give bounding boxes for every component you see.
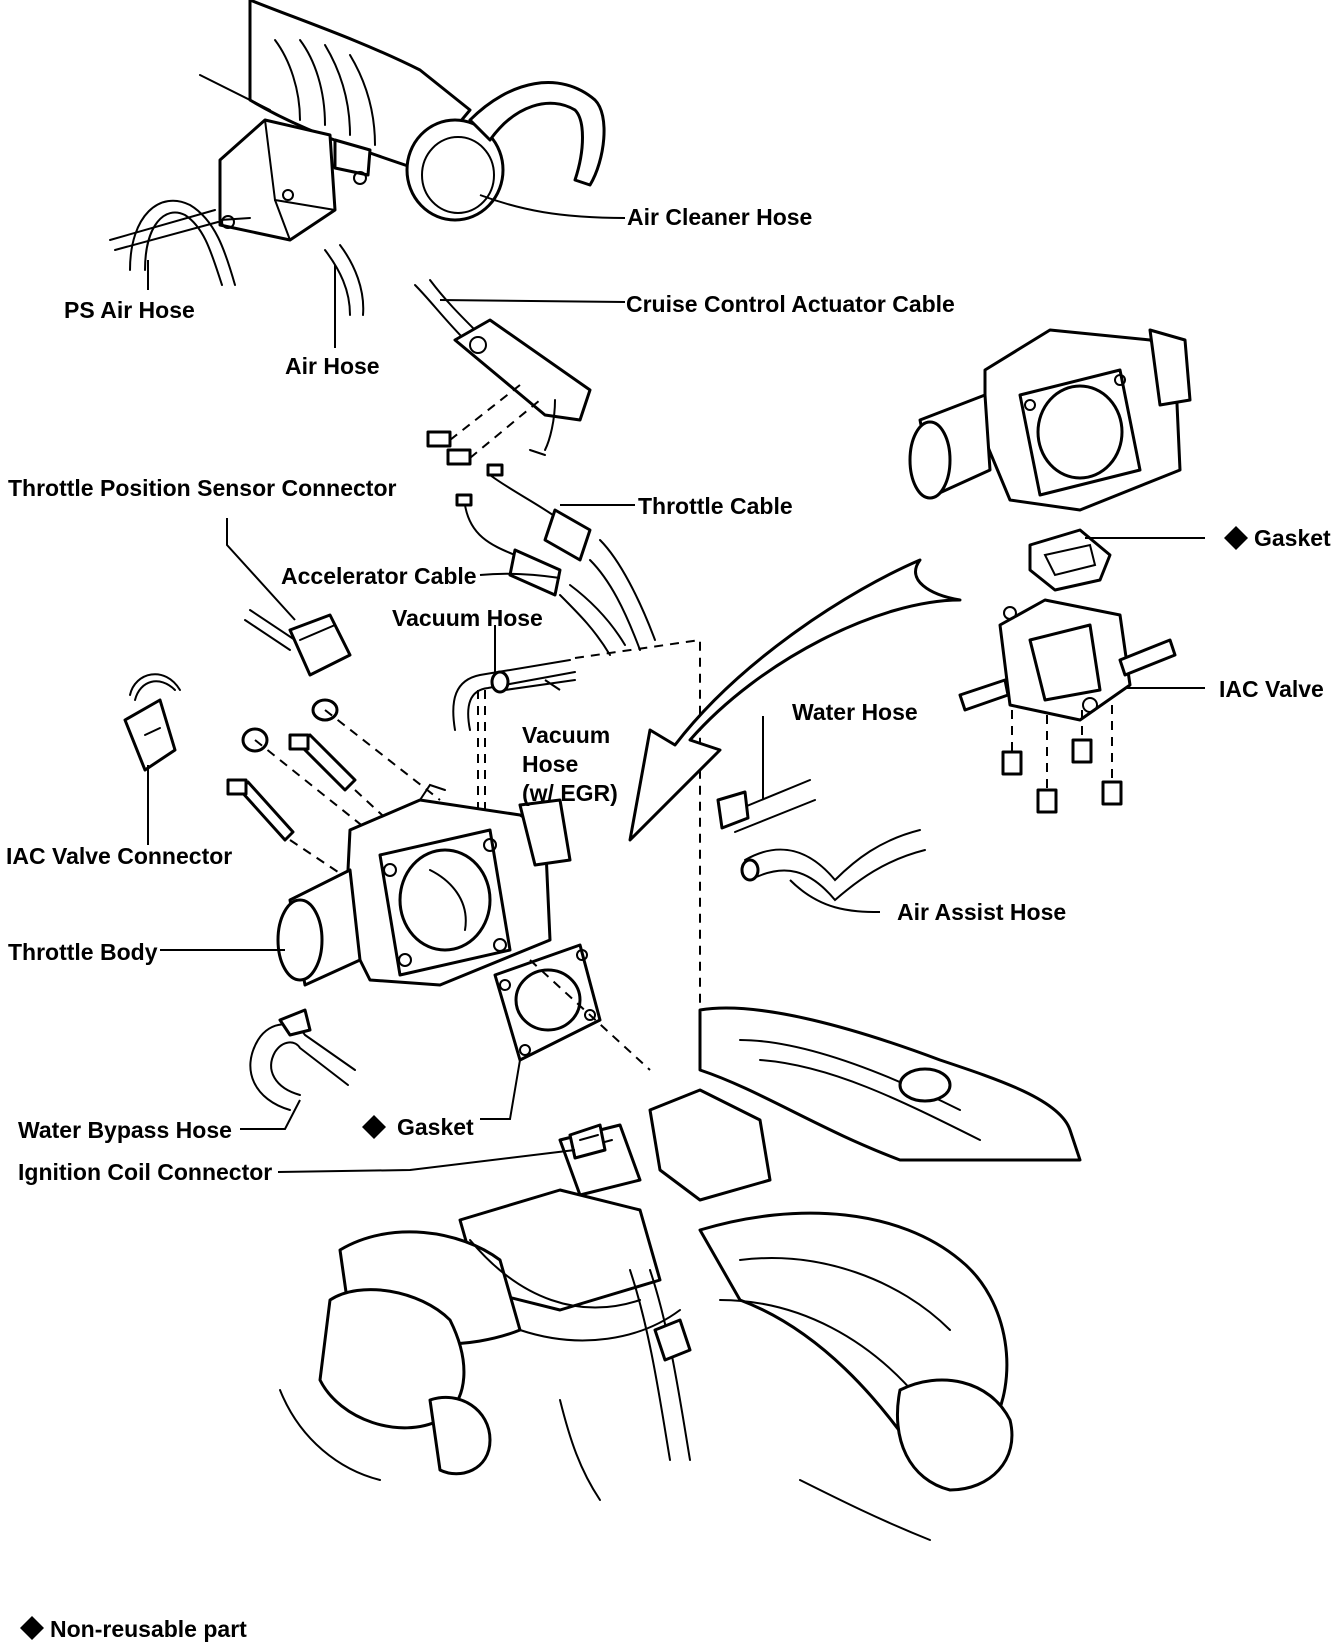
throttle-position-sensor-connector-drawing	[244, 609, 352, 722]
label-vacuum-hose-egr-line2: Hose	[522, 751, 578, 777]
label-ignition-coil-connector: Ignition Coil Connector	[18, 1159, 272, 1185]
label-water-hose: Water Hose	[792, 699, 918, 725]
diamond-icon	[1224, 526, 1248, 550]
throttle-body-gasket-drawing	[493, 943, 602, 1062]
water-bypass-hose-drawing	[249, 1008, 356, 1111]
label-vacuum-hose-egr-line3: (w/ EGR)	[522, 780, 618, 806]
leader-lines	[147, 194, 1205, 1173]
legend: Non-reusable part	[20, 1616, 247, 1642]
label-air-hose: Air Hose	[285, 353, 380, 379]
label-ps-air-hose: PS Air Hose	[64, 297, 195, 323]
legend-non-reusable-part: Non-reusable part	[50, 1616, 247, 1642]
fasteners-drawing	[226, 709, 441, 901]
label-throttle-body: Throttle Body	[8, 939, 158, 965]
label-iac-valve: IAC Valve	[1219, 676, 1324, 702]
air-assist-hose-drawing	[740, 829, 926, 902]
air-cleaner-hose-drawing	[199, 0, 606, 242]
label-water-bypass-hose: Water Bypass Hose	[18, 1117, 232, 1143]
label-throttle-cable: Throttle Cable	[638, 493, 793, 519]
label-vacuum-hose-egr-line1: Vacuum	[522, 722, 610, 748]
label-iac-valve-connector: IAC Valve Connector	[6, 843, 232, 869]
throttle-body-assembled-drawing	[908, 328, 1192, 512]
throttle-cable-drawing	[486, 463, 656, 651]
label-air-cleaner-hose: Air Cleaner Hose	[627, 204, 812, 230]
air-hose-drawing	[324, 244, 365, 316]
label-throttle-position-sensor-connector: Throttle Position Sensor Connector	[8, 475, 397, 501]
water-hose-drawing	[716, 779, 816, 833]
ps-air-hose-drawing	[109, 199, 236, 286]
diamond-icon	[20, 1616, 44, 1640]
label-accelerator-cable: Accelerator Cable	[281, 563, 477, 589]
label-vacuum-hose: Vacuum Hose	[392, 605, 543, 631]
label-air-assist-hose: Air Assist Hose	[897, 899, 1066, 925]
accelerator-cable-drawing	[455, 493, 626, 656]
label-gasket-top: Gasket	[1254, 525, 1331, 551]
vacuum-hose-drawing	[452, 638, 780, 1016]
gasket-stud-guide	[529, 959, 651, 1071]
intake-manifold-drawing	[279, 1006, 1082, 1541]
throttle-body-drawing	[276, 783, 572, 987]
iac-valve-connector-drawing	[123, 673, 181, 772]
diamond-icon	[362, 1115, 386, 1139]
label-gasket-bottom: Gasket	[397, 1114, 474, 1140]
iac-valve-drawing	[958, 598, 1177, 814]
cruise-control-cable-drawing	[414, 279, 592, 466]
iac-gasket-drawing	[1028, 528, 1112, 592]
label-cruise-control-actuator-cable: Cruise Control Actuator Cable	[626, 291, 955, 317]
curved-arrow-icon	[628, 558, 962, 842]
